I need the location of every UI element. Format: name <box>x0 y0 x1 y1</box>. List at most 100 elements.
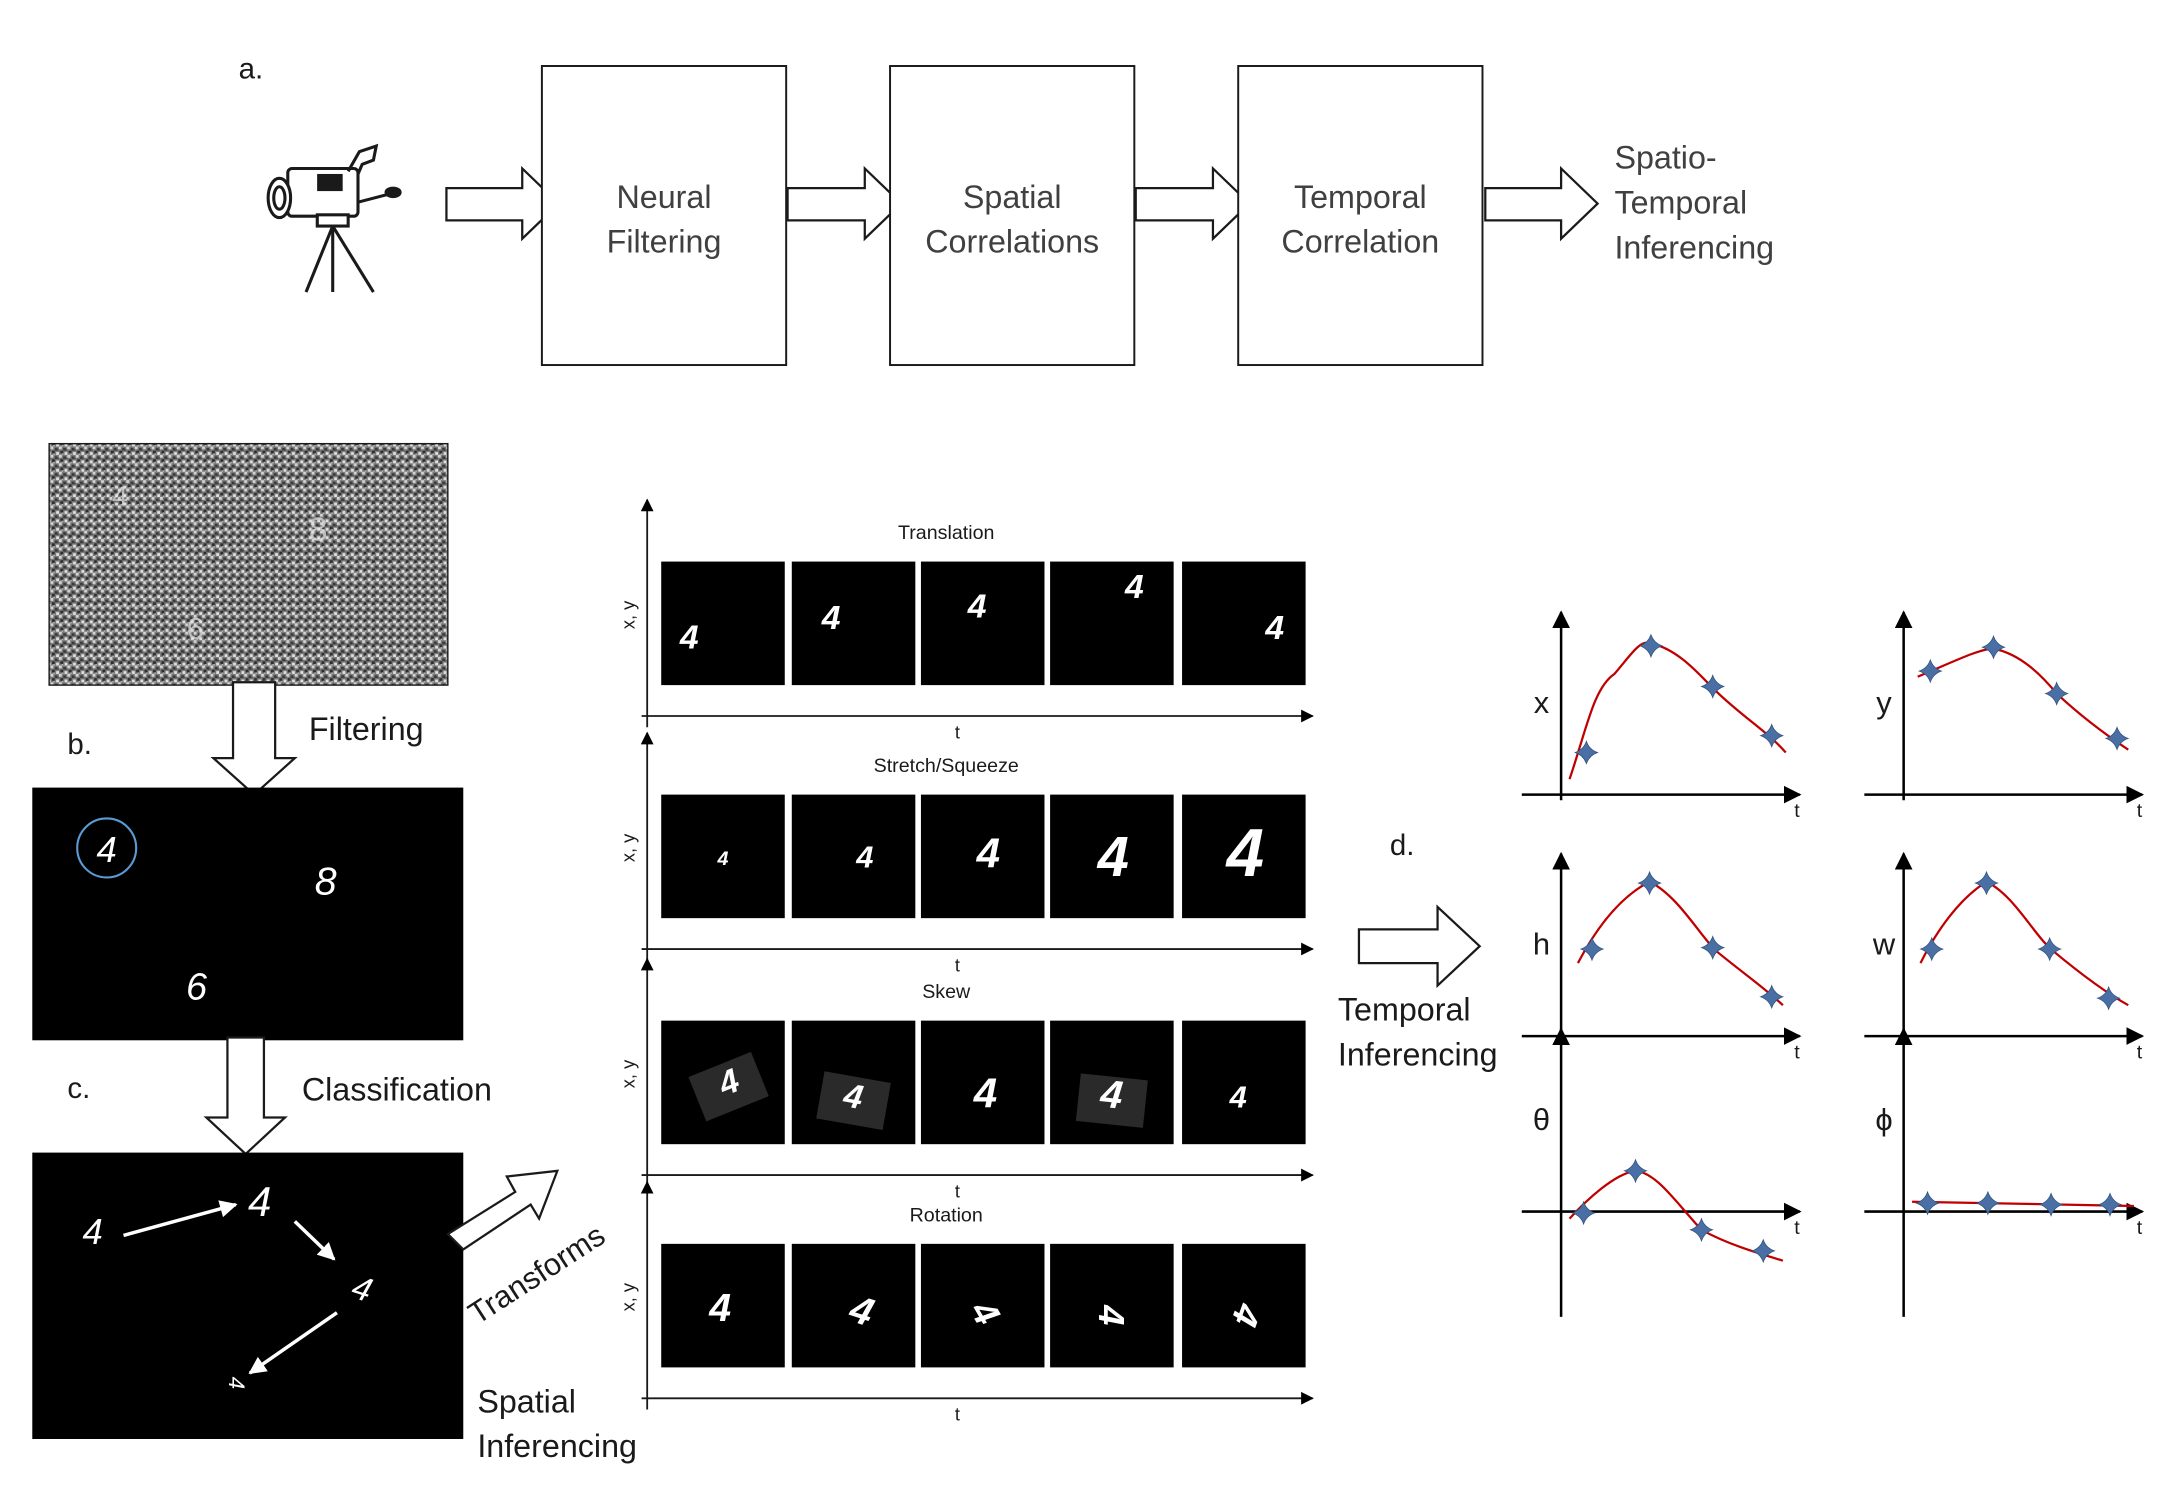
stage-label-line1: Neural <box>616 179 711 215</box>
spatial-inferencing-line2: Inferencing <box>477 1428 637 1464</box>
frame-digit: 4 <box>973 1070 997 1117</box>
noisy-input-image: 4 8 6 <box>48 442 449 686</box>
parameter-plot: xt <box>1521 610 1802 822</box>
y-axis-label: w <box>1872 927 1896 962</box>
frame-digit: 4 <box>717 848 729 870</box>
sample-marker <box>1637 870 1662 896</box>
digit-frame <box>1182 794 1306 919</box>
sample-marker <box>1623 1158 1648 1184</box>
panel-c-label: c. <box>67 1072 90 1105</box>
fitted-curve <box>1568 1169 1784 1262</box>
sample-marker <box>2044 681 2070 706</box>
fitted-curve <box>1917 647 2129 751</box>
stage-label-line2: Correlation <box>1281 224 1439 260</box>
frame-digit: 4 <box>1264 610 1284 647</box>
temporal-inferencing-arrow <box>1357 904 1482 989</box>
sample-marker <box>1689 1217 1714 1243</box>
digit-frame <box>920 1243 1045 1368</box>
sample-marker <box>1571 1200 1596 1226</box>
frame-digit: 4 <box>1229 1080 1247 1115</box>
sample-marker <box>1975 1190 2001 1216</box>
frame-digit: 4 <box>679 620 699 657</box>
sample-marker <box>1638 633 1664 659</box>
sample-marker <box>1700 674 1726 699</box>
digit-frame <box>1050 561 1174 686</box>
digit-frame <box>1182 561 1306 686</box>
sample-marker <box>1759 723 1785 748</box>
flow-arrow-4 <box>1484 165 1600 242</box>
sample-marker <box>1917 658 1943 684</box>
y-axis-label: h <box>1533 927 1550 962</box>
x-axis-label: t <box>2137 1217 2143 1239</box>
frame-digit: 4 <box>821 600 841 637</box>
flow-arrows <box>445 165 1600 242</box>
tracked-digit: 4 <box>224 1377 249 1389</box>
sample-marker <box>2037 936 2062 962</box>
digit-frame <box>1050 794 1174 919</box>
x-axis-label: t <box>2137 800 2143 822</box>
x-axis-label: t <box>955 721 960 742</box>
parameter-plot: ϕt <box>1864 1027 2145 1317</box>
transforms-arrow <box>446 1169 560 1251</box>
frame-digit: 4 <box>1097 825 1129 888</box>
frame-digit: 4 <box>967 589 987 626</box>
digit-frame <box>791 1243 916 1368</box>
video-camera-icon <box>266 143 402 293</box>
y-axis-label: y <box>1876 685 1892 720</box>
y-axis-label: θ <box>1533 1102 1550 1137</box>
digit-frame <box>661 1243 785 1368</box>
parameter-plot: θt <box>1521 1027 1802 1317</box>
x-axis-label: t <box>1794 800 1800 822</box>
y-axis-label: ϕ <box>1875 1102 1892 1137</box>
y-axis-label: x <box>1534 685 1550 720</box>
filtered-digit: 6 <box>186 967 208 1009</box>
fitted-curve <box>1919 880 2129 1007</box>
digit-frame <box>661 561 785 686</box>
digit-frame <box>920 561 1045 686</box>
stage-spatial-correlations: Spatial Correlations <box>889 65 1136 367</box>
stage-label-line2: Correlations <box>925 224 1099 260</box>
stage-label-line1: Spatial <box>963 179 1062 215</box>
skew-plate <box>688 1051 769 1122</box>
panel-a-label: a. <box>239 53 264 86</box>
stage-temporal-correlation: Temporal Correlation <box>1237 65 1484 367</box>
skew-plate <box>1075 1073 1148 1128</box>
strip-title: Rotation <box>910 1204 983 1226</box>
motion-arrow <box>248 1311 338 1375</box>
x-axis-label: t <box>2137 1042 2143 1064</box>
digit-frame <box>1182 1020 1306 1145</box>
frame-digit: 4 <box>708 1286 731 1330</box>
x-axis-label: t <box>955 1181 960 1202</box>
strip-title: Stretch/Squeeze <box>874 755 1019 777</box>
sample-marker <box>1981 634 2006 660</box>
tracked-digit: 4 <box>82 1211 102 1252</box>
output-line2: Temporal <box>1614 184 1747 220</box>
y-axis-label: x, y <box>618 600 639 629</box>
digit-frame <box>791 794 916 919</box>
noisy-digit: 8 <box>309 512 328 549</box>
x-axis-label: t <box>955 955 960 976</box>
tracked-digit: 4 <box>248 1178 271 1225</box>
classified-image: 4 4 4 4 <box>32 1152 464 1439</box>
sample-marker <box>1574 740 1599 765</box>
temporal-inferencing-line2: Inferencing <box>1338 1037 1498 1073</box>
parameter-plot: ht <box>1521 851 1802 1064</box>
fitted-curve <box>1576 880 1784 1007</box>
sample-marker <box>1974 870 1999 896</box>
sample-marker <box>2104 726 2130 751</box>
parameter-plot: wt <box>1864 851 2145 1064</box>
sample-marker <box>2038 1192 2064 1217</box>
classification-arrow <box>203 1036 288 1156</box>
skew-plate <box>816 1071 891 1131</box>
filtered-image: 4 8 6 <box>32 787 464 1041</box>
temporal-inferencing-line1: Temporal <box>1338 992 1471 1028</box>
frame-digit: 4 <box>855 840 873 875</box>
digit-frame <box>661 794 785 919</box>
sample-marker <box>1750 1238 1776 1264</box>
